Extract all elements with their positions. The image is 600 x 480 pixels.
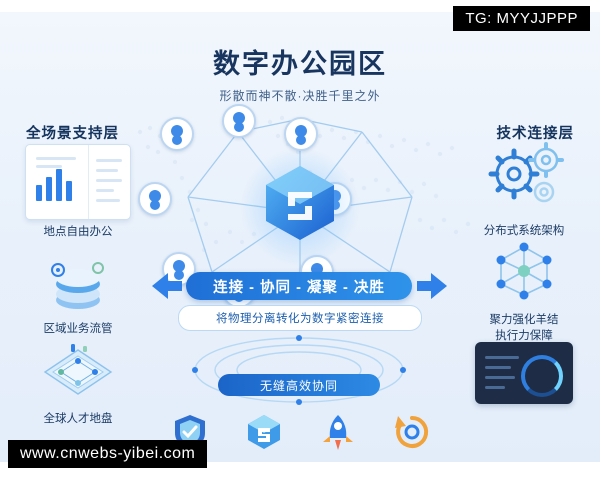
rocket-icon [323, 415, 353, 450]
network-node-person [222, 104, 256, 138]
concentric-rings [192, 335, 406, 405]
arrow-right-icon [417, 273, 447, 299]
feature-regional-workflow: 区域业务流管 [18, 256, 138, 338]
feature-dark-dashboard [464, 342, 584, 404]
feature-caption: 分布式系统架构 [483, 225, 565, 237]
molecule-icon [496, 242, 552, 300]
feature-caption: 区域业务流管 [43, 323, 113, 335]
poster-canvas: 数字办公园区 形散而神不散·决胜千里之外 全场景支持层 技术连接层 地点自由办公 [0, 12, 600, 462]
network-node-person [160, 117, 194, 151]
site-watermark: www.cnwebs-yibei.com [8, 440, 208, 468]
page-subtitle: 形散而神不散·决胜千里之外 [219, 89, 381, 103]
feature-remote-office: 地点自由办公 [18, 144, 138, 241]
banner-bottom: 无缝高效协同 [218, 374, 380, 396]
refresh-cycle-icon [395, 415, 429, 448]
feature-cohesion-execution: 聚力强化羊结 执行力保障 [464, 237, 584, 344]
layers-icon [51, 262, 104, 309]
left-section-title: 全场景支持层 [26, 126, 119, 142]
cube-icon [248, 415, 280, 449]
dark-dashboard-icon [475, 342, 573, 404]
arrow-left-icon [152, 273, 182, 299]
telegram-watermark: TG: MYYJJPPP [453, 6, 590, 31]
feature-caption: 全球人才地盘 [43, 413, 113, 425]
globe-grid-icon [43, 344, 113, 395]
feature-global-talent: 全球人才地盘 [18, 342, 138, 428]
network-node-person [138, 182, 172, 216]
feature-distributed-architecture: 分布式系统架构 [464, 140, 584, 240]
feature-caption-secondary: 执行力保障 [495, 329, 553, 342]
right-section-title: 技术连接层 [496, 126, 574, 142]
banner-main: 连接 - 协同 - 凝聚 - 决胜 [186, 272, 412, 300]
dashboard-card-icon [25, 144, 131, 220]
gears-icon [488, 142, 564, 203]
bottom-icon-row [170, 410, 432, 454]
title-block: 数字办公园区 形散而神不散·决胜千里之外 [0, 42, 600, 104]
page-title: 数字办公园区 [213, 49, 387, 79]
banner-sub: 将物理分离转化为数字紧密连接 [178, 305, 422, 331]
feature-caption: 聚力强化羊结 [489, 314, 559, 326]
feature-caption: 地点自由办公 [43, 226, 113, 238]
cube-network-core-icon [266, 166, 334, 240]
network-node-person [284, 117, 318, 151]
